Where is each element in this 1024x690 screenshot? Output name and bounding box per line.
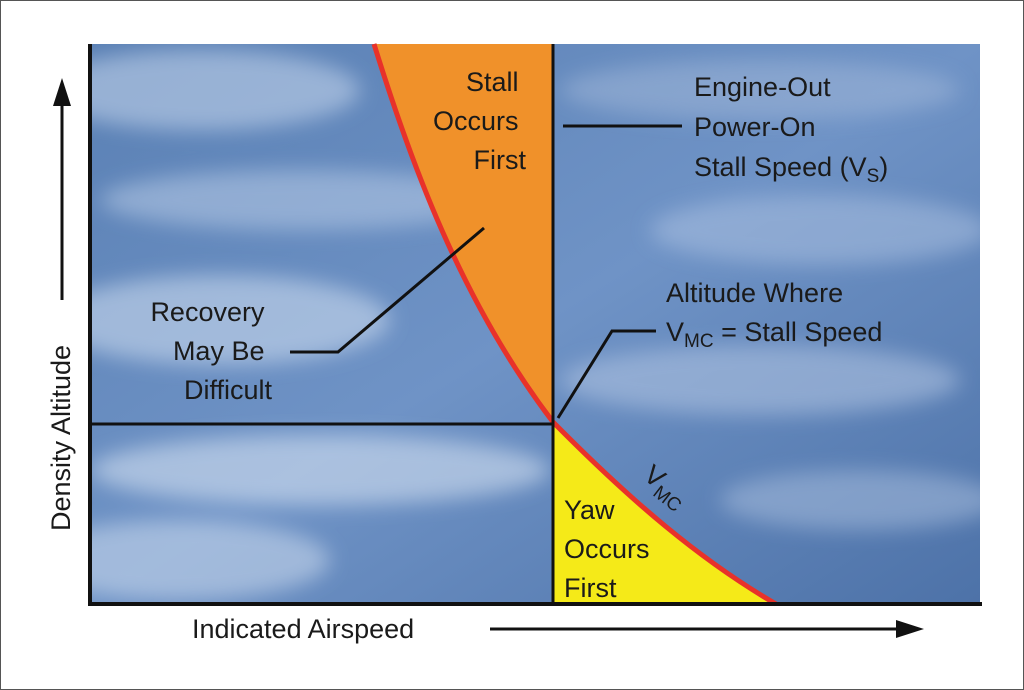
altitude-vmc-label: Altitude Where VMC = Stall Speed (666, 278, 882, 352)
engine-out-label: Engine-Out Power-On Stall Speed (VS) (694, 72, 888, 187)
cloud-texture (90, 50, 980, 600)
vmc-curve (371, 43, 778, 607)
recovery-label: Recovery May Be Difficult (150, 297, 272, 405)
y-axis-label: Density Altitude (46, 345, 76, 531)
yaw-occurs-first-region (553, 422, 776, 604)
altitude-leader (556, 329, 656, 419)
stall-region-label: Stall Occurs First (433, 67, 527, 175)
yaw-region-label: Yaw Occurs First (564, 495, 657, 603)
x-axis-label: Indicated Airspeed (192, 614, 414, 644)
x-axis-arrow-head (896, 620, 924, 638)
y-axis-arrow-head (53, 78, 71, 106)
stall-occurs-first-region (374, 44, 553, 422)
recovery-leader (290, 226, 485, 354)
